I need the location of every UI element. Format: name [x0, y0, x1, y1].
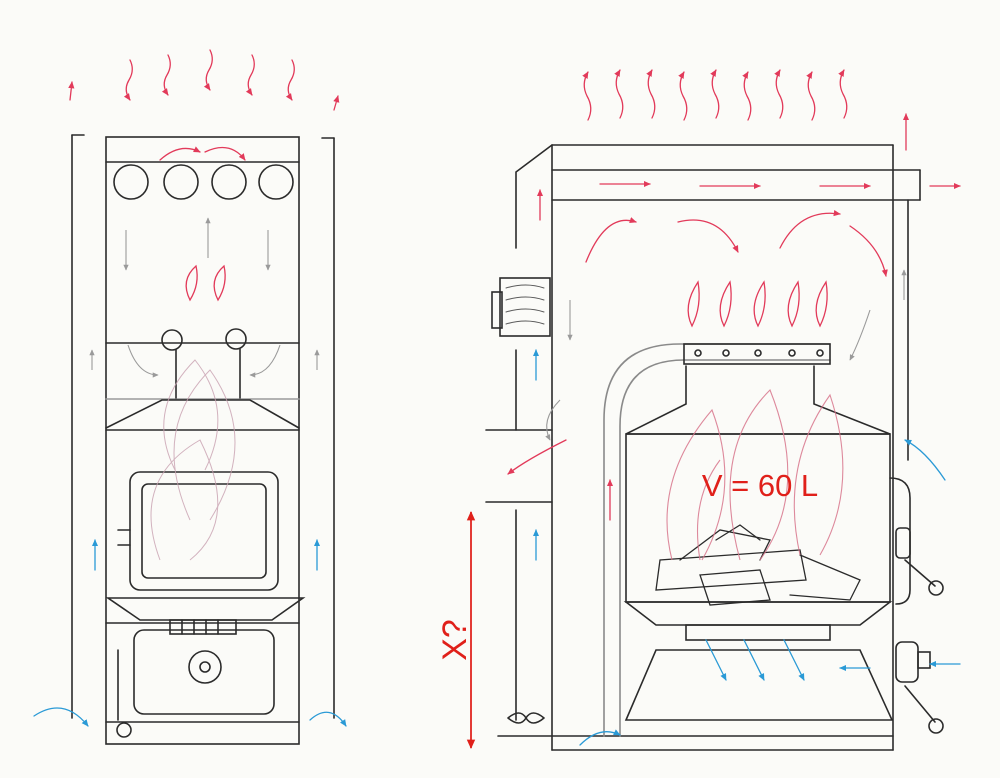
side-manifold-holes: [694, 349, 824, 357]
side-hood: [625, 365, 891, 435]
side-ashpan-handle[interactable]: [895, 641, 944, 734]
side-ash-pan: [624, 649, 894, 721]
side-logs: [655, 524, 861, 606]
side-cold-air-flow: [532, 349, 961, 746]
front-flames: [150, 359, 236, 561]
front-cold-air-flow: [33, 539, 347, 727]
front-view: [71, 134, 335, 745]
front-air-dial: [188, 650, 222, 684]
side-base-fan: [507, 712, 545, 724]
side-flames: [666, 389, 844, 561]
front-burner-nozzles: [161, 328, 247, 399]
volume-label: V = 60 L: [702, 468, 818, 503]
front-light-arrows: [89, 217, 320, 378]
side-hot-air-flow: [507, 69, 961, 521]
side-firebox: [625, 433, 891, 603]
side-view: [485, 144, 944, 751]
front-hood: [105, 399, 300, 429]
side-back-wall: [515, 144, 553, 249]
side-door-handle[interactable]: [895, 527, 944, 596]
side-heat-tube: [603, 343, 831, 737]
side-rear-fan: [499, 277, 551, 337]
front-casing: [105, 136, 300, 745]
front-ash-drawer: [133, 629, 275, 715]
front-firebox-door: [129, 471, 279, 591]
front-hot-air-flow: [68, 49, 340, 302]
front-tube-row: [113, 164, 294, 200]
side-grate: [623, 601, 893, 626]
side-burner-manifold: [683, 343, 831, 365]
side-light-arrows: [545, 269, 907, 441]
height-label: X?: [436, 619, 474, 661]
front-grate-tray: [105, 597, 306, 621]
